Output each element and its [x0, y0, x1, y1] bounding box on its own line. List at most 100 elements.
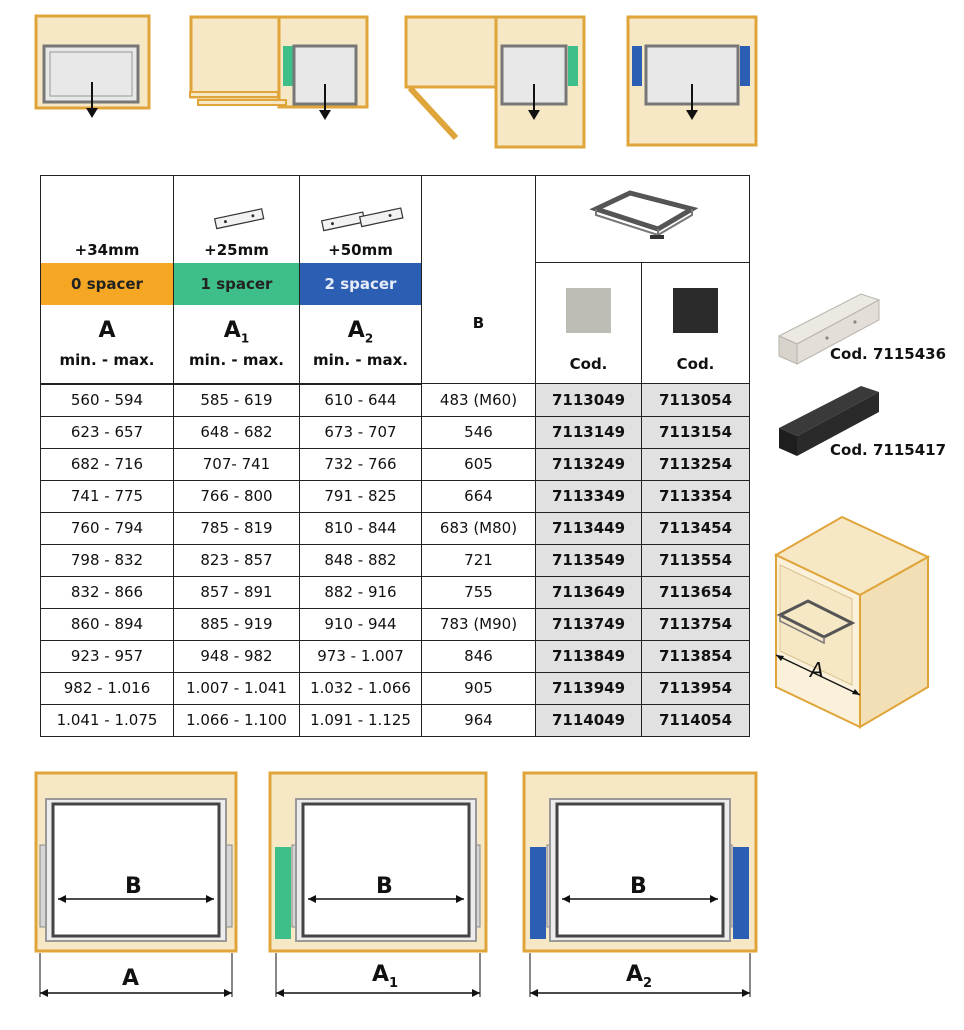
- range-a1-cell: 823 - 857: [173, 544, 300, 577]
- increment-label: +34mm: [74, 240, 140, 259]
- spacer-tag-1: 1 spacer: [174, 262, 299, 305]
- increment-cell-1: +25mm: [173, 175, 300, 263]
- b-dimension-label: B: [630, 874, 647, 899]
- black-code-cell: 7113754: [641, 608, 750, 641]
- diagram-two-spacers: B A2: [522, 771, 758, 997]
- grey-code-cell: 7113749: [535, 608, 642, 641]
- b-header-cell: B: [421, 262, 536, 384]
- b-value-cell: 846: [421, 640, 536, 673]
- blank-header-cell: [421, 175, 536, 263]
- range-a1-cell: 585 - 619: [173, 383, 300, 417]
- grey-code-header: Cod.: [535, 262, 642, 384]
- black-code-cell: 7113354: [641, 480, 750, 513]
- grey-code-cell: 7113949: [535, 672, 642, 705]
- grey-code-cell: 7114049: [535, 704, 642, 737]
- range-a2-cell: 973 - 1.007: [299, 640, 422, 673]
- black-code-cell: 7113154: [641, 416, 750, 449]
- b-dimension-label: B: [125, 874, 142, 899]
- range-a1-cell: 948 - 982: [173, 640, 300, 673]
- drawer-frame-icon: [588, 190, 698, 239]
- black-code-cell: 7113554: [641, 544, 750, 577]
- black-code-cell: 7113654: [641, 576, 750, 609]
- range-a-cell: 741 - 775: [40, 480, 174, 513]
- spacer-tag-0: 0 spacer: [41, 262, 173, 305]
- double-spacer-bracket-icon: [320, 206, 404, 231]
- range-a2-cell: 673 - 707: [299, 416, 422, 449]
- increment-cell-2: +50mm: [299, 175, 422, 263]
- b-value-cell: 755: [421, 576, 536, 609]
- grey-spacer-code: Cod. 7115436: [830, 345, 947, 363]
- a2-dimension-label: A2: [626, 962, 652, 991]
- range-a-cell: 798 - 832: [40, 544, 174, 577]
- bottom-dimension-diagrams: B A B A1 B A2: [34, 771, 758, 997]
- install-icon-sliding-door: [189, 15, 369, 120]
- grey-code-cell: 7113549: [535, 544, 642, 577]
- b-header-label: B: [472, 313, 485, 332]
- black-code-cell: 7113054: [641, 383, 750, 417]
- increment-label: +25mm: [204, 240, 269, 259]
- minmax-label: min. - max.: [189, 351, 284, 370]
- a1-dimension-label: A1: [372, 962, 398, 991]
- b-value-cell: 783 (M90): [421, 608, 536, 641]
- range-a-cell: 682 - 716: [40, 448, 174, 481]
- black-spacer-image: [779, 386, 879, 456]
- range-a-cell: 832 - 866: [40, 576, 174, 609]
- grey-code-cell: 7113449: [535, 512, 642, 545]
- diagram-no-spacer: B A: [34, 771, 238, 997]
- range-a1-cell: 785 - 819: [173, 512, 300, 545]
- black-spacer-code: Cod. 7115417: [830, 441, 947, 459]
- range-a1-cell: 648 - 682: [173, 416, 300, 449]
- a2-label: A2: [347, 317, 374, 346]
- range-a1-cell: 707- 741: [173, 448, 300, 481]
- black-code-header: Cod.: [641, 262, 750, 384]
- increment-cell-0: +34mm: [40, 175, 174, 263]
- range-a2-cell: 1.091 - 1.125: [299, 704, 422, 737]
- minmax-label: min. - max.: [313, 351, 408, 370]
- b-value-cell: 605: [421, 448, 536, 481]
- a1-label: A1: [223, 317, 250, 346]
- range-a2-cell: 791 - 825: [299, 480, 422, 513]
- range-a2-cell: 910 - 944: [299, 608, 422, 641]
- range-a2-cell: 848 - 882: [299, 544, 422, 577]
- specification-table: +34mm +25mm +50mm 0 spacer 1: [40, 175, 750, 737]
- cod-label: Cod.: [676, 355, 715, 373]
- grey-code-cell: 7113649: [535, 576, 642, 609]
- minmax-label: min. - max.: [59, 351, 155, 370]
- range-a1-cell: 766 - 800: [173, 480, 300, 513]
- b-value-cell: 683 (M80): [421, 512, 536, 545]
- b-dimension-label: B: [376, 874, 393, 899]
- range-a2-cell: 732 - 766: [299, 448, 422, 481]
- b-value-cell: 546: [421, 416, 536, 449]
- grey-code-cell: 7113249: [535, 448, 642, 481]
- a-label: A: [98, 317, 116, 343]
- range-a-cell: 982 - 1.016: [40, 672, 174, 705]
- top-installation-icons: [34, 14, 758, 149]
- b-value-cell: 483 (M60): [421, 383, 536, 417]
- range-a-cell: 623 - 657: [40, 416, 174, 449]
- increment-label: +50mm: [328, 240, 393, 259]
- grey-code-cell: 7113349: [535, 480, 642, 513]
- range-a-cell: 860 - 894: [40, 608, 174, 641]
- b-value-cell: 905: [421, 672, 536, 705]
- black-color-swatch: [673, 288, 718, 333]
- install-icon-two-spacers: [626, 15, 758, 147]
- spacer-tag-2: 2 spacer: [300, 262, 421, 305]
- grey-code-cell: 7113049: [535, 383, 642, 417]
- install-icon-hinged-door: [404, 15, 586, 149]
- grey-color-swatch: [566, 288, 611, 333]
- b-value-cell: 964: [421, 704, 536, 737]
- a-dimension-label: A: [122, 966, 139, 991]
- range-a1-cell: 857 - 891: [173, 576, 300, 609]
- grey-code-cell: 7113849: [535, 640, 642, 673]
- grey-code-cell: 7113149: [535, 416, 642, 449]
- cabinet-iso-diagram: A: [773, 515, 931, 729]
- diagram-one-spacer: B A1: [268, 771, 488, 997]
